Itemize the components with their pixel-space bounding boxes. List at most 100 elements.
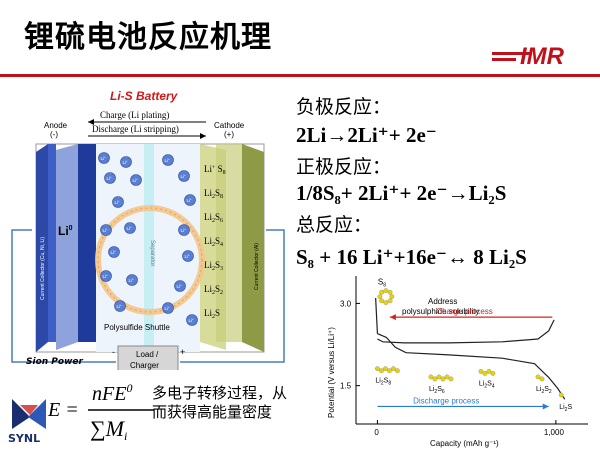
load-plus: + bbox=[180, 347, 185, 357]
formula-denominator: ∑Mi bbox=[90, 416, 127, 443]
y-tick-label: 3.0 bbox=[340, 299, 352, 308]
li-ion bbox=[178, 224, 190, 236]
li-ion-label: Li+ bbox=[127, 225, 133, 231]
y-tick-label: 1.5 bbox=[340, 382, 352, 391]
imr-logo: IMR bbox=[492, 43, 565, 68]
formula-numerator: nFE0 bbox=[92, 381, 132, 405]
annotation-line1: Address bbox=[428, 297, 457, 306]
li-ion-label: Li+ bbox=[103, 227, 109, 233]
sulfur-atom bbox=[387, 289, 393, 295]
sulfur-atom bbox=[379, 289, 385, 295]
li-ion bbox=[174, 280, 186, 292]
li-ion-label: Li+ bbox=[103, 273, 109, 279]
charge-label: Charge (Li plating) bbox=[100, 110, 169, 120]
sulfur-atom bbox=[444, 374, 450, 380]
li-ion-label: Li+ bbox=[107, 175, 113, 181]
li-ion bbox=[126, 274, 138, 286]
chart-series bbox=[375, 297, 566, 400]
cathode-species-label: Li2S8 bbox=[204, 188, 223, 200]
total-heading: 总反应： bbox=[296, 214, 373, 236]
slide-title: 锂硫电池反应机理 bbox=[24, 20, 272, 55]
synl-logo-text: SYNL bbox=[8, 432, 41, 445]
cathode-species-label: Li2S bbox=[204, 308, 220, 320]
li-ion bbox=[162, 154, 174, 166]
li-ion-label: Li+ bbox=[187, 197, 193, 203]
li-ion-label: Li+ bbox=[117, 303, 123, 309]
separator-label: Separator bbox=[149, 240, 155, 266]
anode-label: Anode bbox=[44, 121, 68, 130]
li-ion bbox=[178, 170, 190, 182]
discharge-arrowhead bbox=[542, 403, 549, 410]
li-ion bbox=[114, 300, 126, 312]
sulfur-atom bbox=[383, 366, 388, 372]
load-label-line1: Load / bbox=[136, 350, 159, 359]
sulfur-atom bbox=[486, 369, 492, 374]
li-ion bbox=[182, 250, 194, 262]
sulfur-atom bbox=[375, 366, 380, 372]
sulfur-atom bbox=[558, 392, 564, 398]
y-axis-label: Potential (V versus Li/Li⁺) bbox=[327, 327, 336, 418]
sulfur-atom bbox=[387, 368, 392, 374]
li-ion-label: Li+ bbox=[181, 173, 187, 179]
x-axis-label: Capacity (mAh g⁻¹) bbox=[430, 439, 499, 448]
li-ion bbox=[130, 174, 142, 186]
sulfur-atom bbox=[389, 294, 395, 299]
sulfur-atom bbox=[391, 366, 396, 372]
formula-lhs: E = bbox=[47, 399, 79, 421]
sulfur-atom bbox=[539, 376, 545, 382]
series-line bbox=[377, 333, 566, 400]
li-ion-label: Li+ bbox=[165, 305, 171, 311]
sulfur-atom bbox=[383, 300, 389, 305]
cathode-species-label: Li2S6 bbox=[204, 212, 223, 224]
li-ion-label: Li+ bbox=[101, 155, 107, 161]
li-ion bbox=[124, 222, 136, 234]
charge-label: Charge process bbox=[436, 307, 492, 316]
annotation-line2: polysulphide solubility bbox=[402, 307, 479, 316]
li-ion-label: Li+ bbox=[181, 227, 187, 233]
sulfur-atom bbox=[379, 298, 385, 304]
cathode-species-label: Li2S4 bbox=[204, 236, 223, 248]
sulfur-atom bbox=[490, 371, 496, 376]
species-label: S8 bbox=[378, 278, 386, 289]
battery-title: Li-S Battery bbox=[110, 89, 179, 103]
li-ion bbox=[112, 196, 124, 208]
load-label-line2: Charger bbox=[130, 361, 159, 370]
discharge-label: Discharge process bbox=[413, 396, 479, 405]
cathode-label: Cathode bbox=[214, 121, 245, 130]
x-tick-label: 0 bbox=[374, 428, 379, 437]
li-ion bbox=[108, 246, 120, 258]
li-ion bbox=[120, 156, 132, 168]
sulfur-atom bbox=[387, 298, 393, 304]
synl-logo bbox=[12, 399, 46, 429]
title-divider bbox=[0, 74, 600, 77]
li-ion-label: Li+ bbox=[129, 277, 135, 283]
series-line bbox=[377, 319, 555, 344]
li-ion-label: Li+ bbox=[165, 157, 171, 163]
species-label: Li2S4 bbox=[479, 380, 495, 389]
sulfur-atom bbox=[482, 371, 488, 376]
li-ion bbox=[186, 314, 198, 326]
li-ion bbox=[162, 302, 174, 314]
sulfur-atom bbox=[478, 369, 484, 374]
cathode-species-label: Li2S3 bbox=[204, 260, 223, 272]
sulfur-atom bbox=[395, 368, 400, 374]
discharge-label: Discharge (Li stripping) bbox=[92, 124, 179, 134]
negative-heading: 负极反应： bbox=[296, 96, 392, 118]
x-tick-label: 1,000 bbox=[544, 428, 565, 437]
anode-metal: Li0 bbox=[58, 224, 73, 238]
li-ion bbox=[100, 270, 112, 282]
sulfur-atom bbox=[440, 376, 446, 382]
positive-reaction: 1/8S₈+ 2Li⁺+ 2e⁻→Li₂S bbox=[296, 181, 507, 205]
load-minus: - bbox=[112, 347, 115, 357]
species-label: Li2S bbox=[559, 404, 572, 413]
cathode-species-label: Li+ S8 bbox=[204, 164, 226, 176]
imr-logo-text: IMR bbox=[520, 43, 565, 68]
li-ion-group: Li+Li+Li+Li+Li+Li+Li+Li+Li+Li+Li+Li+Li+L… bbox=[98, 152, 198, 326]
negative-reaction: 2Li→2Li⁺+ 2e⁻ bbox=[296, 123, 437, 147]
li-ion-label: Li+ bbox=[115, 199, 121, 205]
li-ion bbox=[98, 152, 110, 164]
anode-sign: (-) bbox=[50, 130, 58, 139]
energy-density-formula: E = nFE0 ∑Mi bbox=[47, 381, 154, 443]
